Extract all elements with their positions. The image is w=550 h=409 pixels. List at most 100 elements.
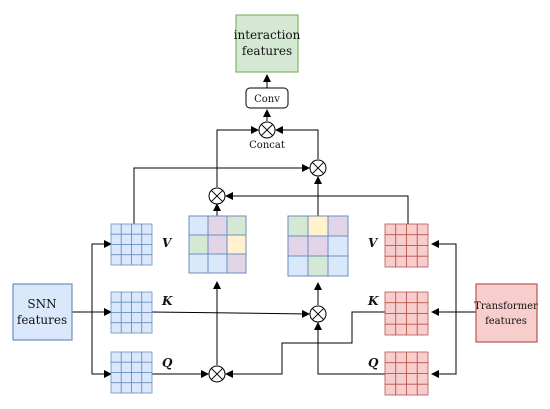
matrix-cell	[131, 351, 143, 363]
matrix-cell	[141, 361, 153, 373]
matrix-cell	[120, 312, 132, 324]
matrix-cell	[131, 223, 143, 235]
matrix-cell	[384, 383, 397, 396]
attention-cell	[207, 253, 228, 274]
attention-cell	[226, 215, 247, 236]
matrix-cell	[141, 312, 153, 324]
matrix-cell	[416, 234, 429, 246]
matrix-cell	[110, 301, 122, 313]
matrix-cell	[395, 313, 407, 325]
snn-to-q-arrow	[91, 312, 112, 378]
interaction-features-box: interaction features	[234, 14, 301, 73]
snn-v-label: V	[162, 236, 173, 250]
matrix-cell	[384, 323, 397, 336]
matrix-cell	[395, 234, 407, 246]
matrix-cell	[395, 373, 407, 385]
attention-cell	[226, 253, 247, 274]
attention-cell	[327, 255, 349, 277]
matrix-cell	[416, 362, 429, 374]
matrix-cell	[395, 383, 407, 396]
matrix-cell	[384, 223, 397, 236]
matrix-cell	[395, 323, 407, 336]
snn-k-matrix	[110, 291, 153, 334]
tr-k-to-left-mult	[225, 311, 385, 378]
snn-v-to-right-upper-mult	[133, 164, 310, 224]
matrix-cell	[384, 373, 397, 385]
snn-q-label: Q	[162, 356, 173, 370]
matrix-cell	[110, 291, 122, 303]
matrix-cell	[110, 322, 122, 334]
snn-v-matrix	[110, 223, 153, 266]
matrix-cell	[406, 234, 418, 246]
matrix-cell	[110, 223, 122, 235]
snn-features-box: SNN features	[12, 283, 73, 341]
transformer-k-matrix	[384, 291, 429, 336]
matrix-cell	[395, 362, 407, 374]
matrix-cell	[384, 351, 397, 364]
matrix-cell	[110, 361, 122, 373]
matrix-cell	[416, 351, 429, 364]
matrix-cell	[141, 382, 153, 394]
attention-cell	[327, 235, 349, 257]
attention-cell	[307, 215, 329, 237]
matrix-cell	[416, 313, 429, 325]
matrix-cell	[416, 302, 429, 314]
matrix-cell	[120, 254, 132, 266]
attention-cell	[287, 215, 309, 237]
matrix-cell	[120, 361, 132, 373]
matrix-cell	[406, 302, 418, 314]
matrix-cell	[120, 223, 132, 235]
matrix-cell	[110, 244, 122, 256]
attention-map-left	[188, 215, 247, 274]
snn-features-line1: SNN	[27, 297, 56, 311]
matrix-cell	[416, 255, 429, 268]
snn-k-label: K	[161, 294, 173, 308]
matrix-cell	[110, 372, 122, 384]
attention-cell	[207, 234, 228, 255]
mult-operator-upper-left	[208, 187, 226, 205]
transformer-features-line2: features	[485, 316, 527, 327]
matrix-cell	[131, 291, 143, 303]
matrix-cell	[120, 372, 132, 384]
tr-to-v-arrow	[431, 240, 457, 312]
matrix-cell	[384, 291, 397, 304]
attention-cell	[188, 215, 209, 236]
matrix-cell	[141, 244, 153, 256]
attention-cell	[226, 234, 247, 255]
tr-to-q-arrow	[431, 312, 457, 378]
matrix-cell	[384, 255, 397, 268]
matrix-cell	[131, 233, 143, 245]
matrix-cell	[416, 373, 429, 385]
matrix-cell	[131, 382, 143, 394]
matrix-cell	[395, 302, 407, 314]
matrix-cell	[131, 254, 143, 266]
left-upper-to-concat	[216, 126, 259, 187]
matrix-cell	[131, 244, 143, 256]
attention-cell	[307, 255, 329, 277]
snn-k-to-right-mult	[151, 309, 310, 318]
tr-q-to-right-mult	[314, 322, 385, 375]
right-upper-to-concat	[275, 126, 319, 159]
interaction-features-line1: interaction	[234, 28, 301, 42]
matrix-cell	[131, 322, 143, 334]
matrix-cell	[120, 382, 132, 394]
transformer-q-matrix	[384, 351, 429, 396]
matrix-cell	[406, 323, 418, 336]
matrix-cell	[131, 361, 143, 373]
matrix-cell	[141, 291, 153, 303]
matrix-cell	[406, 313, 418, 325]
matrix-cell	[120, 233, 132, 245]
matrix-cell	[110, 351, 122, 363]
interaction-features-line2: features	[242, 44, 292, 58]
matrix-cell	[416, 245, 429, 257]
attention-cell	[188, 234, 209, 255]
matrix-cell	[384, 302, 397, 314]
matrix-cell	[406, 223, 418, 236]
matrix-cell	[406, 383, 418, 396]
matrix-cell	[406, 373, 418, 385]
transformer-features-box: Transformer features	[474, 283, 538, 343]
matrix-cell	[406, 255, 418, 268]
matrix-cell	[406, 245, 418, 257]
matrix-cell	[120, 322, 132, 334]
